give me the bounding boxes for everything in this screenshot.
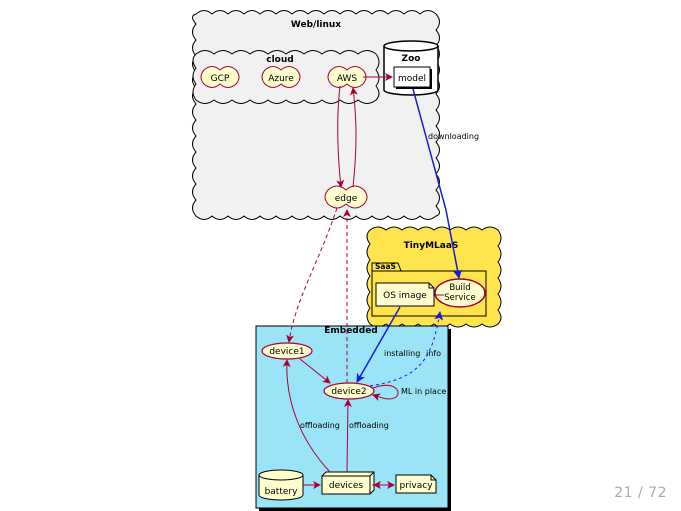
- arrow-device2-to-build-service: [369, 311, 444, 387]
- privacy-artifact: privacy: [395, 474, 437, 494]
- gcp-label: GCP: [211, 74, 230, 84]
- saas-title: SaaS: [375, 262, 396, 271]
- arrow-aws-to-edge: [336, 85, 345, 188]
- label-ml-in-place: ML in place: [401, 387, 446, 396]
- gcp-node: GCP: [200, 66, 240, 88]
- arrow-device1-to-device2: [299, 358, 331, 384]
- arrow-devices-to-device2: [343, 399, 352, 473]
- edge-label: edge: [335, 194, 358, 204]
- device2-label: device2: [331, 387, 366, 397]
- devices-label: devices: [329, 481, 364, 491]
- azure-label: Azure: [268, 74, 294, 84]
- arrow-model-to-build-service: [412, 88, 462, 279]
- privacy-label: privacy: [399, 481, 433, 491]
- arrow-edge-to-device1: [286, 207, 338, 343]
- edge-node: edge: [324, 185, 368, 209]
- arrow-device2-self: [372, 384, 399, 402]
- label-offloading-2: offloading: [349, 421, 389, 430]
- device1-node: device1: [261, 342, 313, 360]
- cloud-title: cloud: [266, 55, 293, 65]
- web-linux-title: Web/linux: [291, 20, 341, 30]
- zoo-title: Zoo: [402, 54, 421, 64]
- build-service-node: Build Service: [434, 278, 486, 308]
- os-image-label: OS image: [383, 291, 427, 301]
- battery-label: battery: [265, 487, 299, 497]
- label-offloading-1: offloading: [300, 421, 340, 430]
- embedded-title: Embedded: [324, 326, 378, 336]
- device2-node: device2: [323, 382, 375, 400]
- build-service-line2: Service: [444, 293, 475, 303]
- arrow-os-image-to-device2: [356, 306, 401, 383]
- label-downloading: downloading: [428, 132, 479, 141]
- azure-node: Azure: [261, 66, 301, 88]
- label-info: info: [426, 349, 441, 358]
- devices-node: devices: [321, 471, 375, 495]
- tinyml-title: TinyMLaaS: [404, 241, 459, 251]
- page-number: 21 / 72: [614, 485, 667, 501]
- arrow-edge-to-aws: [349, 87, 358, 188]
- arrow-devices-to-device1: [282, 359, 331, 473]
- build-service-line1: Build: [449, 283, 470, 293]
- label-installing: installing: [384, 349, 420, 358]
- aws-label: AWS: [337, 74, 358, 84]
- battery-database: battery: [258, 469, 304, 501]
- zoo-database: Zoo model: [383, 40, 439, 96]
- os-image-artifact: OS image: [375, 282, 435, 307]
- aws-node: AWS: [327, 66, 367, 88]
- model-label: model: [398, 74, 426, 84]
- device1-label: device1: [269, 347, 304, 357]
